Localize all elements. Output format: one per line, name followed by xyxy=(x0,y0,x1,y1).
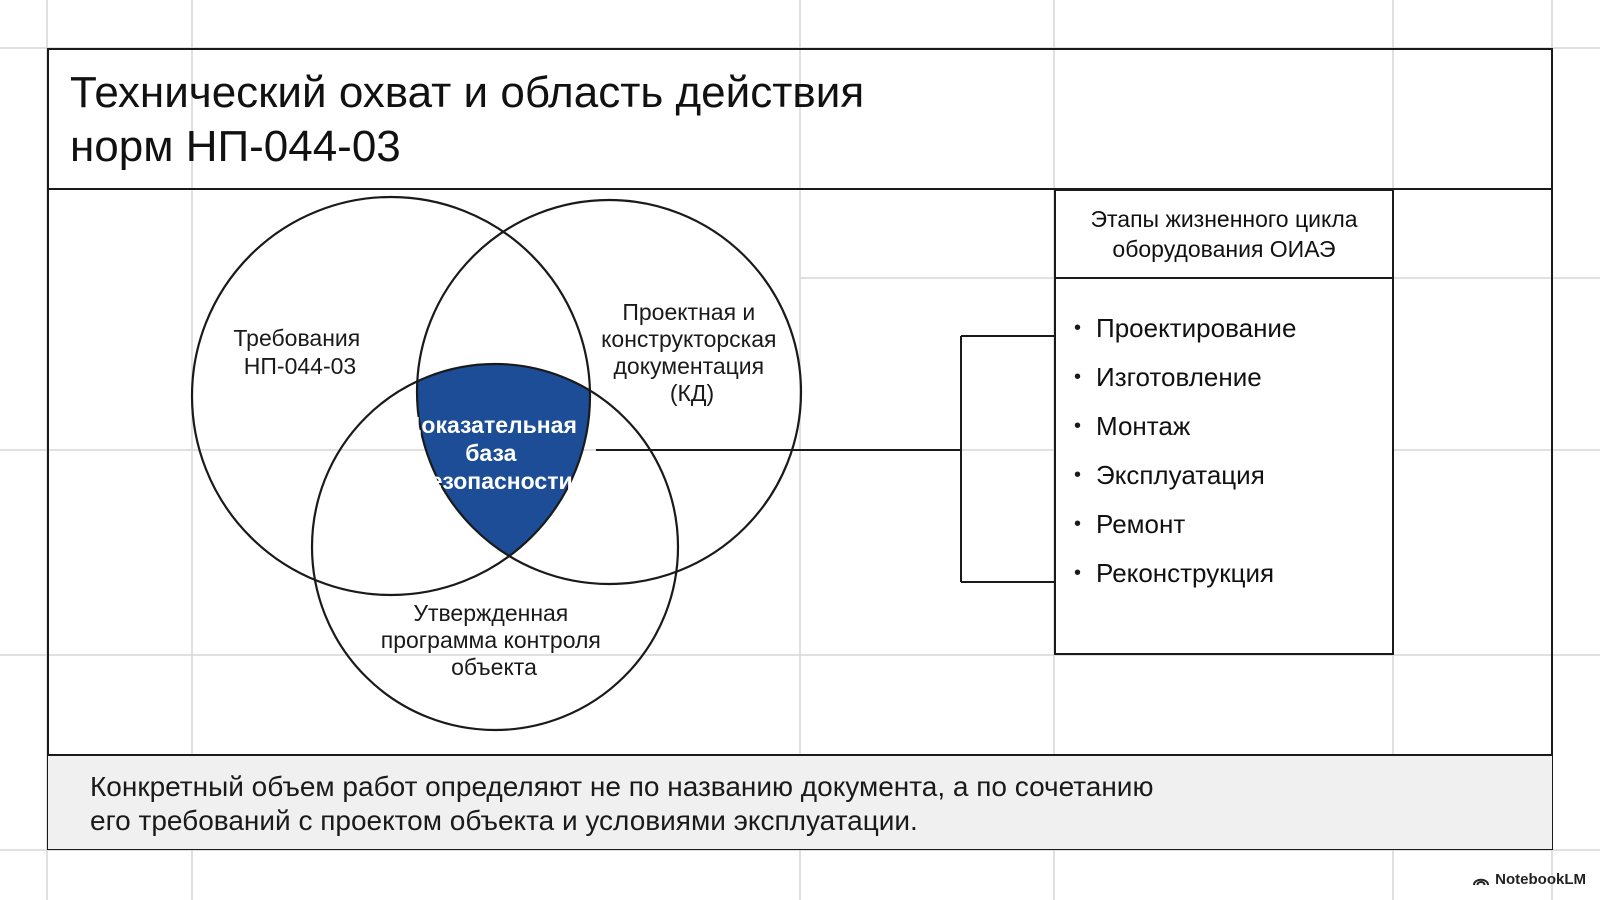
page-title: Технический охват и область действия нор… xyxy=(70,66,1050,174)
list-item: • Проектирование xyxy=(1074,311,1296,345)
venn-circle-requirements xyxy=(190,195,592,597)
notebooklm-logo-icon xyxy=(1473,878,1490,885)
connector-lines xyxy=(596,335,1054,583)
footer-note-line-2: его требований с проектом объекта и усло… xyxy=(90,805,918,836)
bullet-icon: • xyxy=(1074,512,1082,535)
watermark-label: NotebookLM xyxy=(1495,871,1586,888)
list-item: • Монтаж xyxy=(1074,409,1190,443)
footer-note: Конкретный объем работ определяют не по … xyxy=(90,770,1490,838)
lifecycle-item-label: Эксплуатация xyxy=(1096,459,1265,490)
page-title-line-1: Технический охват и область действия xyxy=(70,68,865,117)
lifecycle-item-label: Изготовление xyxy=(1096,361,1262,392)
list-item: • Реконструкция xyxy=(1074,556,1274,590)
venn-label-requirements: Требования НП-044-03 xyxy=(233,325,366,379)
bullet-icon: • xyxy=(1074,365,1082,388)
venn-circle-design-docs xyxy=(415,198,803,586)
lifecycle-item-label: Ремонт xyxy=(1096,508,1186,539)
lifecycle-item-label: Монтаж xyxy=(1096,410,1191,441)
lifecycle-item-label: Проектирование xyxy=(1096,312,1297,343)
bullet-icon: • xyxy=(1074,561,1082,584)
lifecycle-header-line-2: оборудования ОИАЭ xyxy=(1112,236,1336,262)
bullet-icon: • xyxy=(1074,316,1082,339)
venn-label-control-program: Утвержденная программа контроля объекта xyxy=(381,600,608,680)
title-divider xyxy=(47,188,1553,190)
list-item: • Изготовление xyxy=(1074,360,1262,394)
venn-label-design-docs: Проектная и конструкторская документация… xyxy=(601,299,783,406)
footer-band: Конкретный объем работ определяют не по … xyxy=(48,754,1552,849)
lifecycle-item-label: Реконструкция xyxy=(1096,557,1275,588)
lifecycle-header-line-1: Этапы жизненного цикла xyxy=(1090,206,1358,232)
venn-label-safety-evidence: Доказательная база безопасности xyxy=(405,412,584,494)
page-title-line-2: норм НП-044-03 xyxy=(70,122,401,171)
bullet-icon: • xyxy=(1074,414,1082,437)
footer-note-line-1: Конкретный объем работ определяют не по … xyxy=(90,771,1154,802)
slide-frame xyxy=(47,48,1553,850)
notebooklm-watermark: NotebookLM xyxy=(1473,871,1586,888)
venn-circle-control-program xyxy=(310,362,680,732)
lifecycle-header: Этапы жизненного цикла оборудования ОИАЭ xyxy=(1056,191,1392,279)
lifecycle-box: Этапы жизненного цикла оборудования ОИАЭ… xyxy=(1054,189,1394,655)
bullet-icon: • xyxy=(1074,463,1082,486)
list-item: • Ремонт xyxy=(1074,507,1185,541)
list-item: • Эксплуатация xyxy=(1074,458,1265,492)
